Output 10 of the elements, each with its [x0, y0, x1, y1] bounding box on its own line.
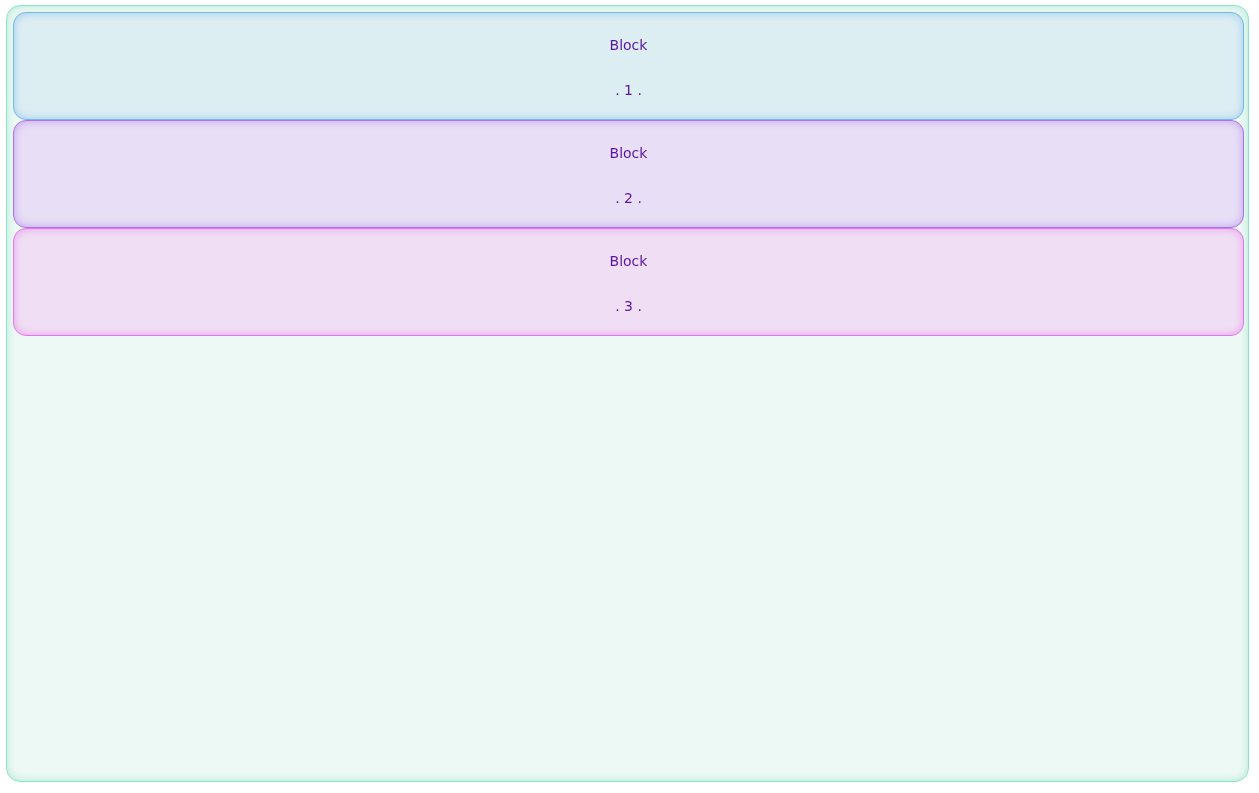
block-number: . 1 . [615, 82, 642, 99]
block-heading: Block [609, 253, 648, 270]
container-panel [6, 5, 1249, 782]
block-panel [13, 120, 1244, 228]
block-panel [13, 228, 1244, 336]
block-heading: Block [609, 37, 648, 54]
block-panel [13, 12, 1244, 120]
block-number: . 3 . [615, 298, 642, 315]
block-number: . 2 . [615, 190, 642, 207]
block-heading: Block [609, 145, 648, 162]
